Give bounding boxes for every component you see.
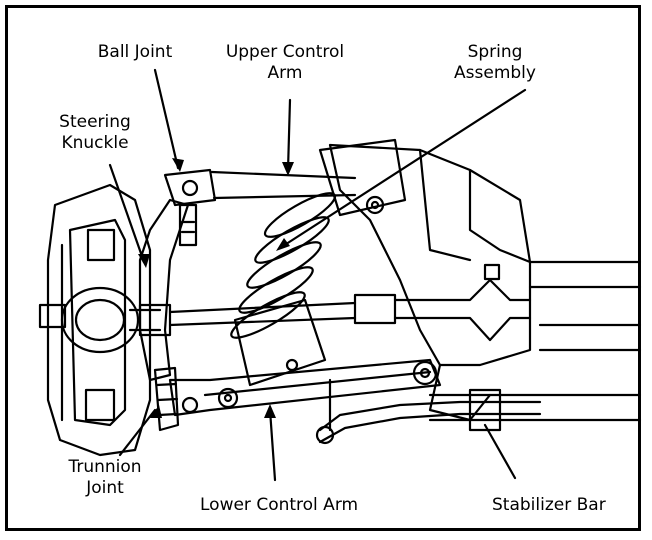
trunnion-joint-line1: Trunnion [68, 457, 142, 477]
spring-assembly-line2: Assembly [454, 63, 536, 83]
brake-drum [38, 183, 152, 457]
stabilizer-bar-label: Stabilizer Bar [492, 495, 606, 516]
stabilizer-bar [315, 378, 542, 445]
lower-control-arm [168, 358, 442, 417]
arrowheads [138, 158, 294, 418]
lower-control-arm-text: Lower Control Arm [200, 495, 359, 515]
steering-knuckle-label: Steering Knuckle [40, 112, 150, 154]
upper-control-arm-line1: Upper Control [225, 42, 345, 62]
upper-control-arm-line2: Arm [267, 63, 303, 83]
trunnion-joint-label: Trunnion Joint [50, 457, 160, 499]
ball-joint-text: Ball Joint [97, 42, 173, 62]
steering-knuckle [138, 198, 190, 382]
tie-rod [168, 263, 532, 342]
steering-knuckle-line2: Knuckle [61, 133, 129, 153]
trunnion-joint-line2: Joint [86, 478, 124, 498]
upper-control-arm [163, 168, 357, 247]
diagram-border [5, 5, 641, 531]
leader-lines [108, 68, 527, 482]
frame-rails [428, 260, 642, 422]
spring-assembly-label: Spring Assembly [440, 42, 550, 84]
spring-assembly-line1: Spring [467, 42, 523, 62]
hub-spindle [60, 286, 172, 354]
stabilizer-bar-text: Stabilizer Bar [492, 495, 606, 515]
lower-control-arm-label: Lower Control Arm [200, 495, 358, 516]
frame-tower [328, 143, 532, 422]
upper-control-arm-label: Upper Control Arm [205, 42, 365, 84]
ball-joint-label: Ball Joint [80, 42, 190, 63]
steering-knuckle-line1: Steering [59, 112, 131, 132]
